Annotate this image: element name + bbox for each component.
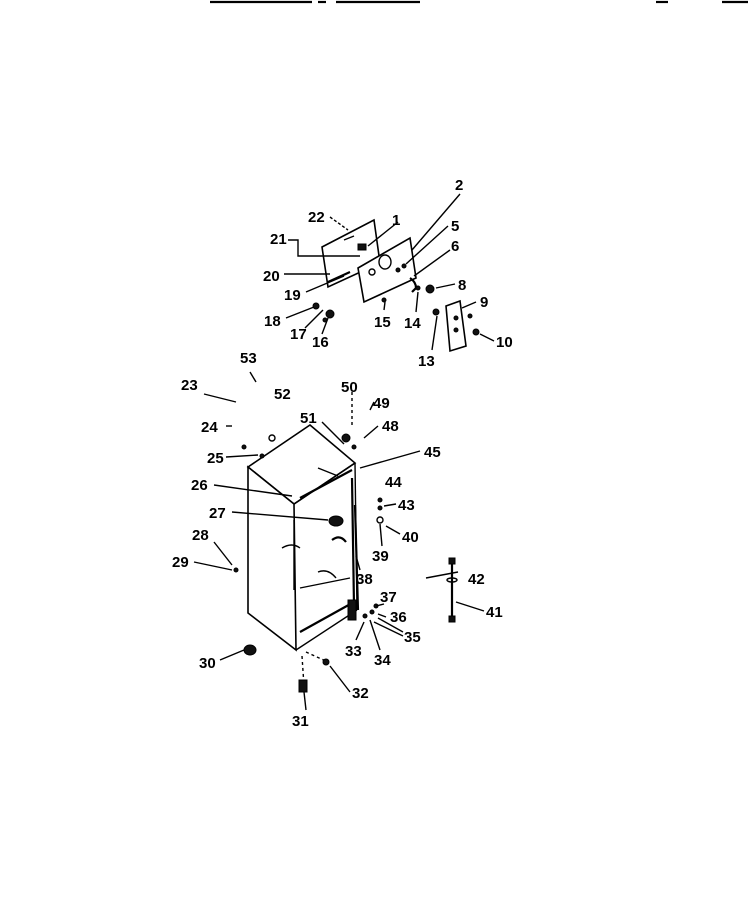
cabinet: [233, 423, 384, 693]
label-34: 34: [374, 652, 391, 669]
label-38: 38: [356, 571, 373, 588]
label-53: 53: [240, 350, 257, 367]
label-30: 30: [199, 655, 216, 672]
label-18: 18: [264, 313, 281, 330]
label-10: 10: [496, 334, 513, 351]
label-8: 8: [458, 277, 466, 294]
label-39: 39: [372, 548, 389, 565]
label-42: 42: [468, 571, 485, 588]
part-labels: 2 1 5 6 8 9 10 13 14 15 16 17 18 19 20 2…: [172, 177, 513, 730]
leader-lines: [193, 193, 495, 711]
label-52: 52: [274, 386, 291, 403]
label-15: 15: [374, 314, 391, 331]
label-40: 40: [402, 529, 419, 546]
hinge-bracket: [445, 299, 480, 353]
label-50: 50: [341, 379, 358, 396]
label-26: 26: [191, 477, 208, 494]
label-24: 24: [201, 419, 218, 436]
label-27: 27: [209, 505, 226, 522]
label-37: 37: [380, 589, 397, 606]
label-49: 49: [373, 395, 390, 412]
label-35: 35: [404, 629, 421, 646]
label-1: 1: [392, 212, 400, 229]
label-16: 16: [312, 334, 329, 351]
label-22: 22: [308, 209, 325, 226]
label-23: 23: [181, 377, 198, 394]
label-51: 51: [300, 410, 317, 427]
label-21: 21: [270, 231, 287, 248]
door-rod: [446, 557, 458, 623]
label-9: 9: [480, 294, 488, 311]
label-13: 13: [418, 353, 435, 370]
label-32: 32: [352, 685, 369, 702]
label-2: 2: [455, 177, 463, 194]
label-14: 14: [404, 315, 421, 332]
label-41: 41: [486, 604, 503, 621]
label-20: 20: [263, 268, 280, 285]
label-5: 5: [451, 218, 459, 235]
label-33: 33: [345, 643, 362, 660]
control-housing: [321, 218, 417, 304]
label-6: 6: [451, 238, 459, 255]
label-17: 17: [290, 326, 307, 343]
label-36: 36: [390, 609, 407, 626]
label-45: 45: [424, 444, 441, 461]
label-43: 43: [398, 497, 415, 514]
label-29: 29: [172, 554, 189, 571]
label-25: 25: [207, 450, 224, 467]
small-fasteners-top: [312, 277, 440, 323]
label-44: 44: [385, 474, 402, 491]
label-48: 48: [382, 418, 399, 435]
label-28: 28: [192, 527, 209, 544]
label-19: 19: [284, 287, 301, 304]
label-31: 31: [292, 713, 309, 730]
